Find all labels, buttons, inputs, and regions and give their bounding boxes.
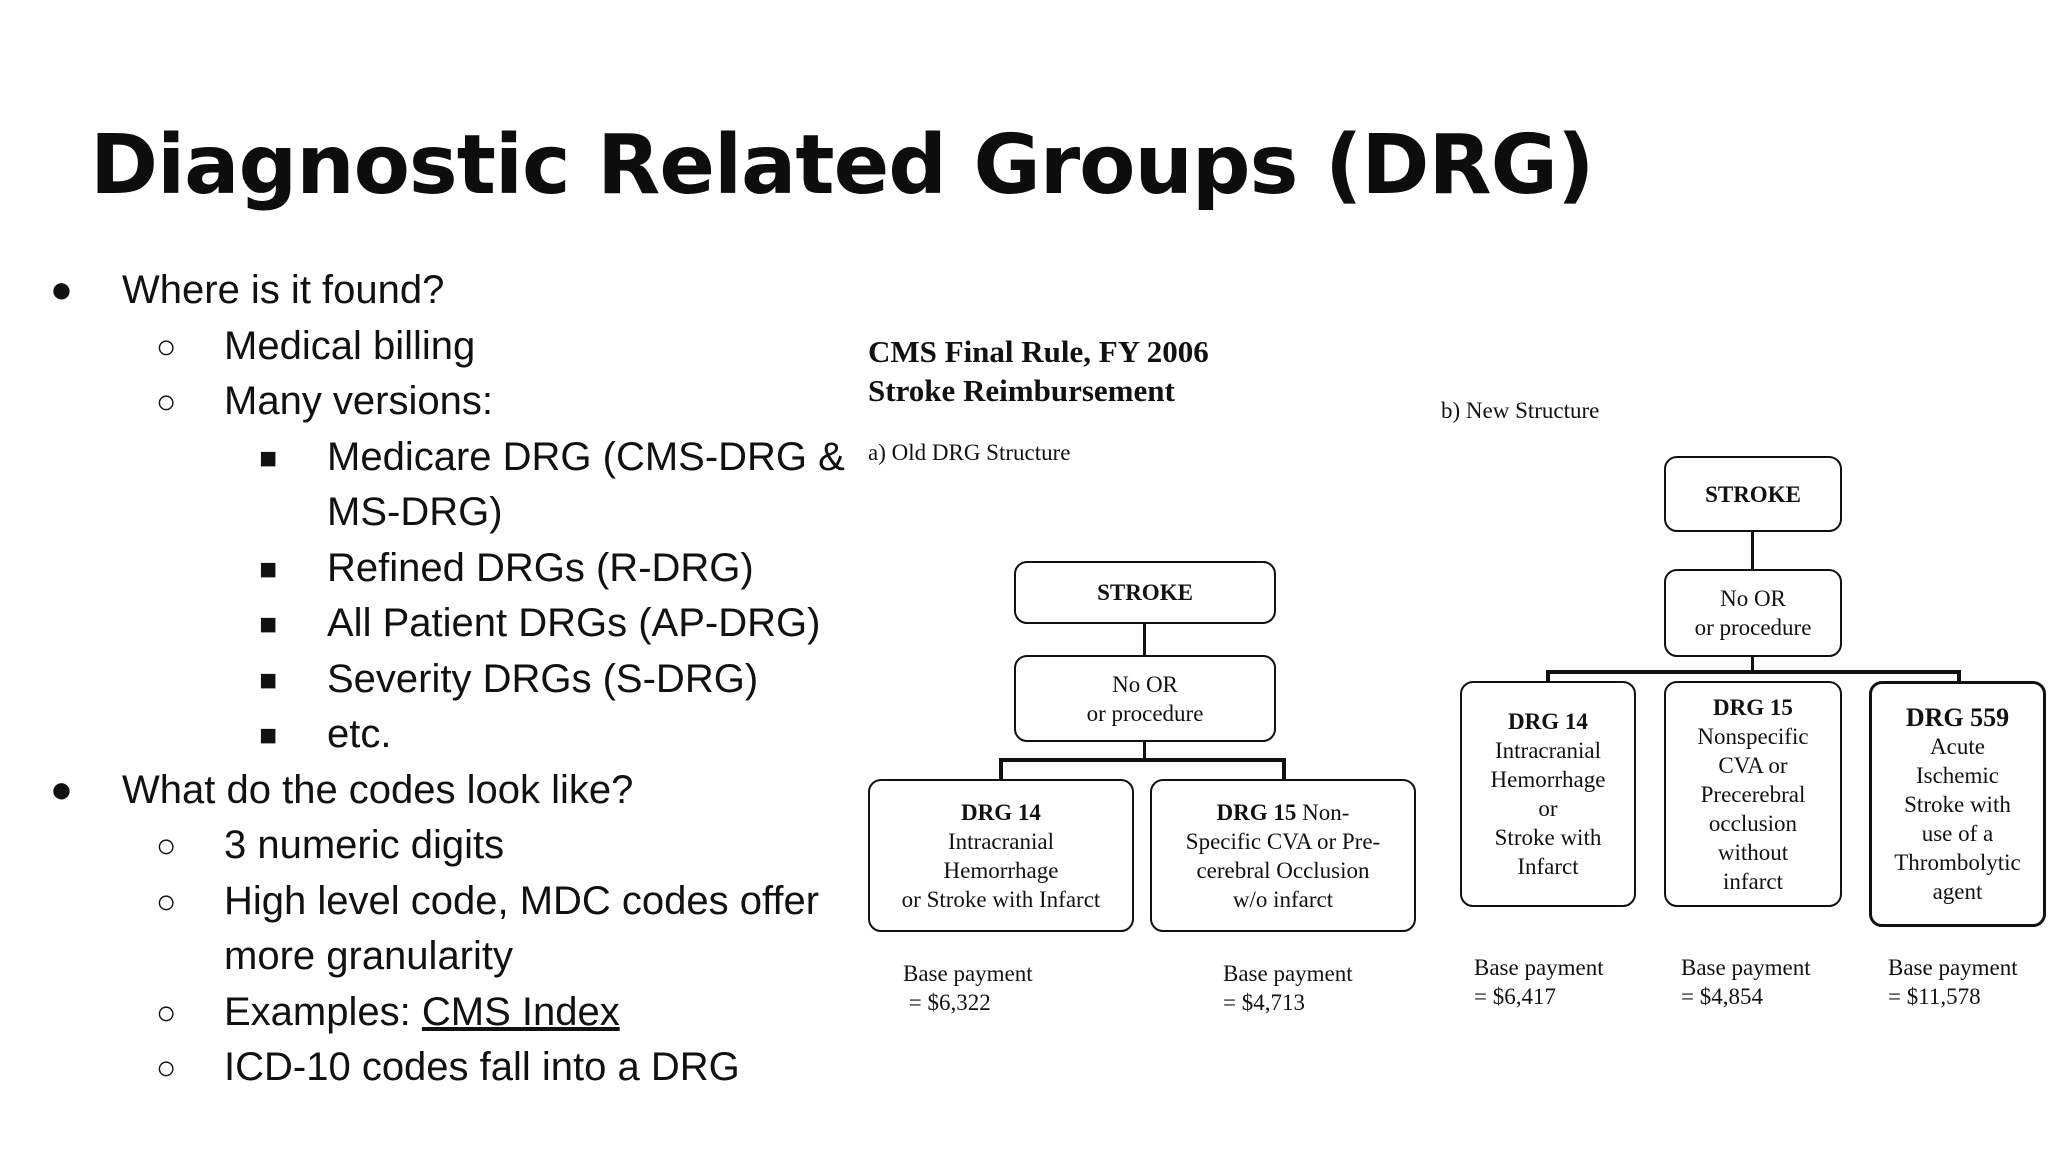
new-drg14-payment: Base payment = $6,417 bbox=[1474, 955, 1604, 1009]
bullet-marker: ○ bbox=[156, 883, 177, 921]
connector-line bbox=[1546, 670, 1961, 674]
connector-line bbox=[1751, 657, 1754, 671]
bullet-marker: ● bbox=[50, 769, 73, 811]
figure-title: CMS Final Rule, FY 2006 Stroke Reimburse… bbox=[868, 334, 1209, 408]
bullet-marker: ○ bbox=[156, 383, 177, 421]
bullet-numeric-digits: ○ 3 numeric digits bbox=[156, 817, 504, 873]
connector-line bbox=[1751, 532, 1754, 570]
bullet-codes-look: ● What do the codes look like? bbox=[50, 762, 633, 818]
new-drg15-payment: Base payment = $4,854 bbox=[1681, 955, 1811, 1009]
new-drg559-payment: Base payment = $11,578 bbox=[1888, 955, 2018, 1009]
bullet-many-versions: ○ Many versions: bbox=[156, 373, 493, 429]
old-drg14-payment: Base payment = $6,322 bbox=[903, 961, 1033, 1015]
bullet-high-level-code: ○ High level code, MDC codes offer bbox=[156, 873, 819, 929]
new-drg15-box: DRG 15 Nonspecific CVA or Precerebral oc… bbox=[1664, 681, 1842, 907]
bullet-marker: ■ bbox=[259, 664, 278, 697]
bullet-marker: ■ bbox=[259, 608, 278, 641]
bullet-refined-drg: ■ Refined DRGs (R-DRG) bbox=[259, 540, 754, 596]
bullet-marker: ○ bbox=[156, 994, 177, 1032]
bullet-examples: ○ Examples: CMS Index bbox=[156, 984, 620, 1040]
old-drg15-box: DRG 15 Non- Specific CVA or Pre- cerebra… bbox=[1150, 779, 1416, 932]
bullet-marker: ○ bbox=[156, 328, 177, 366]
bullet-marker: ○ bbox=[156, 1049, 177, 1087]
bullet-marker: ○ bbox=[156, 827, 177, 865]
bullet-marker: ■ bbox=[259, 719, 278, 752]
new-drg559-box: DRG 559 Acute Ischemic Stroke with use o… bbox=[1869, 681, 2046, 927]
old-stroke-box: STROKE bbox=[1014, 561, 1276, 624]
connector-line bbox=[1546, 670, 1550, 682]
new-drg14-box: DRG 14 Intracranial Hemorrhage or Stroke… bbox=[1460, 681, 1636, 907]
bullet-marker: ● bbox=[50, 269, 73, 311]
bullet-medicare-drg-cont: MS-DRG) bbox=[327, 490, 503, 534]
old-structure-label: a) Old DRG Structure bbox=[868, 440, 1071, 465]
connector-line bbox=[1282, 758, 1286, 780]
bullet-etc: ■ etc. bbox=[259, 706, 391, 762]
connector-line bbox=[1143, 742, 1146, 760]
bullet-severity-drg: ■ Severity DRGs (S-DRG) bbox=[259, 651, 758, 707]
bullet-where-found: ● Where is it found? bbox=[50, 262, 444, 318]
bullet-medical-billing: ○ Medical billing bbox=[156, 318, 475, 374]
bullet-medicare-drg: ■ Medicare DRG (CMS-DRG & bbox=[259, 429, 845, 485]
connector-line bbox=[1957, 670, 1961, 682]
bullet-icd10: ○ ICD-10 codes fall into a DRG bbox=[156, 1039, 740, 1095]
connector-line bbox=[999, 758, 1003, 780]
old-drg15-payment: Base payment = $4,713 bbox=[1223, 961, 1353, 1015]
bullet-all-patient-drg: ■ All Patient DRGs (AP-DRG) bbox=[259, 595, 820, 651]
slide-title: Diagnostic Related Groups (DRG) bbox=[90, 118, 1594, 213]
new-no-or-box: No OR or procedure bbox=[1664, 569, 1842, 657]
cms-index-link[interactable]: CMS Index bbox=[421, 990, 620, 1034]
new-stroke-box: STROKE bbox=[1664, 456, 1842, 532]
bullet-high-level-code-cont: more granularity bbox=[224, 934, 514, 978]
old-no-or-box: No OR or procedure bbox=[1014, 655, 1276, 742]
bullet-marker: ■ bbox=[259, 442, 278, 475]
connector-line bbox=[1000, 758, 1286, 762]
old-drg14-box: DRG 14 Intracranial Hemorrhage or Stroke… bbox=[868, 779, 1134, 932]
connector-line bbox=[1143, 624, 1146, 656]
bullet-marker: ■ bbox=[259, 553, 278, 586]
new-structure-label: b) New Structure bbox=[1441, 398, 1600, 423]
